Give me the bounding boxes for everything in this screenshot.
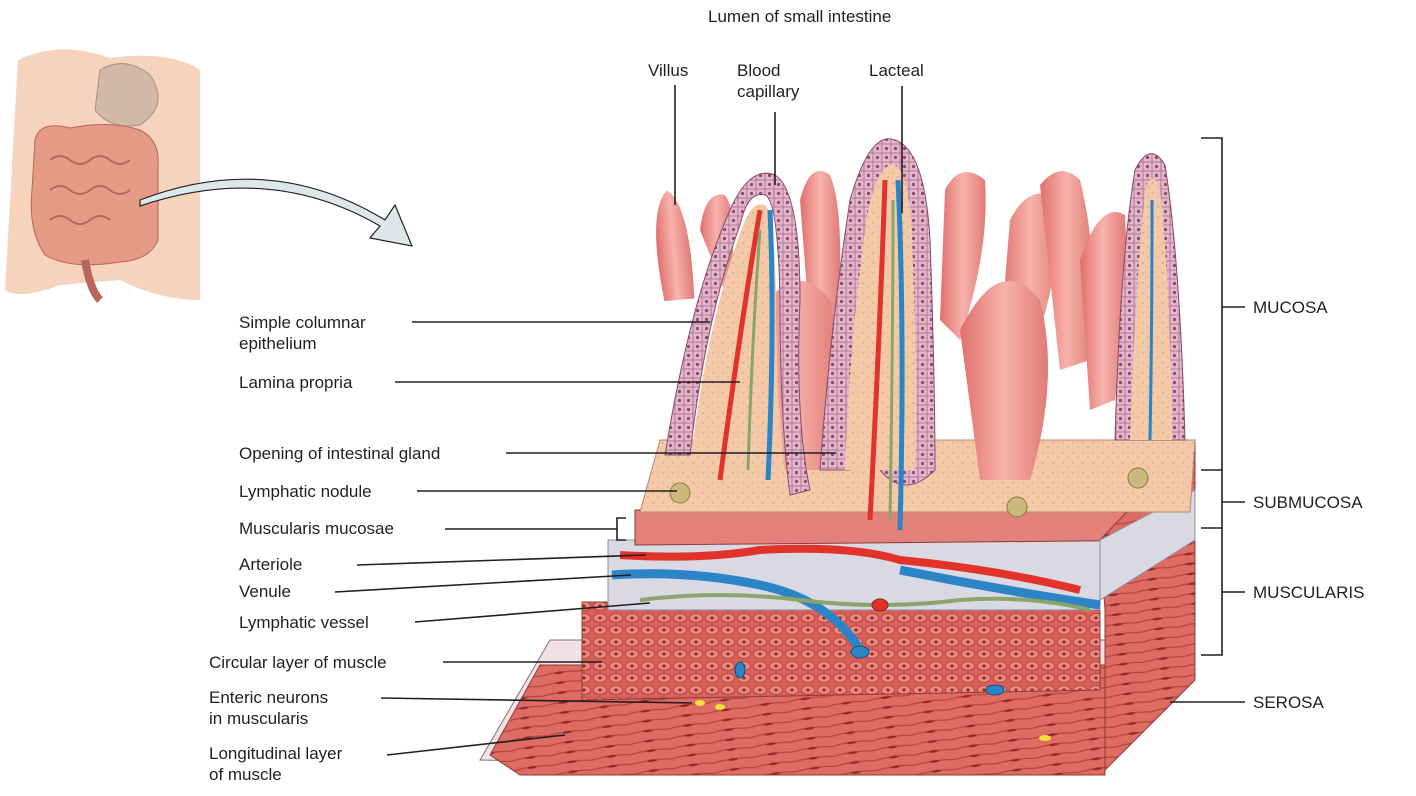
section-villus-3: [1115, 154, 1185, 440]
label-lymphatic-nodule: Lymphatic nodule: [239, 481, 372, 502]
abdomen-illustration: [5, 49, 200, 300]
label-simple-columnar-epithelium: Simple columnar epithelium: [239, 312, 366, 354]
label-lamina-propria: Lamina propria: [239, 372, 352, 393]
label-muscularis-mucosae: Muscularis mucosae: [239, 518, 394, 539]
label-serosa: SEROSA: [1253, 692, 1324, 713]
label-enteric-neurons: Enteric neurons in muscularis: [209, 687, 328, 729]
label-muscularis: MUSCULARIS: [1253, 582, 1364, 603]
label-lumen: Lumen of small intestine: [708, 6, 891, 27]
label-venule: Venule: [239, 581, 291, 602]
section-villus-1: [665, 173, 810, 495]
label-mucosa: MUCOSA: [1253, 297, 1328, 318]
label-submucosa: SUBMUCOSA: [1253, 492, 1363, 513]
label-blood-capillary: Blood capillary: [737, 60, 799, 102]
label-lymphatic-vessel: Lymphatic vessel: [239, 612, 369, 633]
label-villus: Villus: [648, 60, 688, 81]
label-circular-layer-muscle: Circular layer of muscle: [209, 652, 387, 673]
label-arteriole: Arteriole: [239, 554, 302, 575]
label-opening-intestinal-gland: Opening of intestinal gland: [239, 443, 440, 464]
label-lacteal: Lacteal: [869, 60, 924, 81]
label-longitudinal-layer-muscle: Longitudinal layer of muscle: [209, 743, 342, 785]
